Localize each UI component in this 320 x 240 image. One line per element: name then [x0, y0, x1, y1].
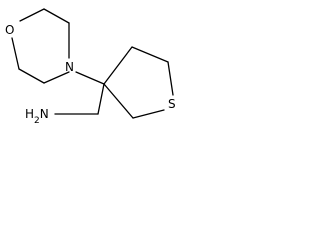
morpholine-ring	[11, 8, 70, 84]
bond-c-s	[167, 61, 174, 96]
bond-c-cq-bottom	[103, 83, 134, 119]
bond-cq-ch2	[97, 83, 105, 115]
nitrogen-label: N	[65, 60, 74, 74]
bond-c-o-lower	[11, 37, 20, 70]
bond-c-c-lower	[18, 68, 45, 84]
bond-o-c-upper	[19, 8, 45, 22]
bond-c-c-upper	[43, 8, 70, 24]
bond-s-c-bottom	[132, 109, 165, 119]
bond-c-c-top	[131, 46, 169, 63]
amine-label: H2N	[25, 107, 49, 123]
bond-n-quaternary-c	[75, 71, 105, 85]
thiolane-ring	[103, 46, 174, 119]
sulfur-label: S	[168, 97, 176, 111]
oxygen-label: O	[5, 23, 14, 37]
bond-n-c-lower	[43, 71, 70, 84]
chemical-structure: O N S H2N	[5, 8, 176, 123]
bond-cq-c-top	[103, 46, 133, 85]
